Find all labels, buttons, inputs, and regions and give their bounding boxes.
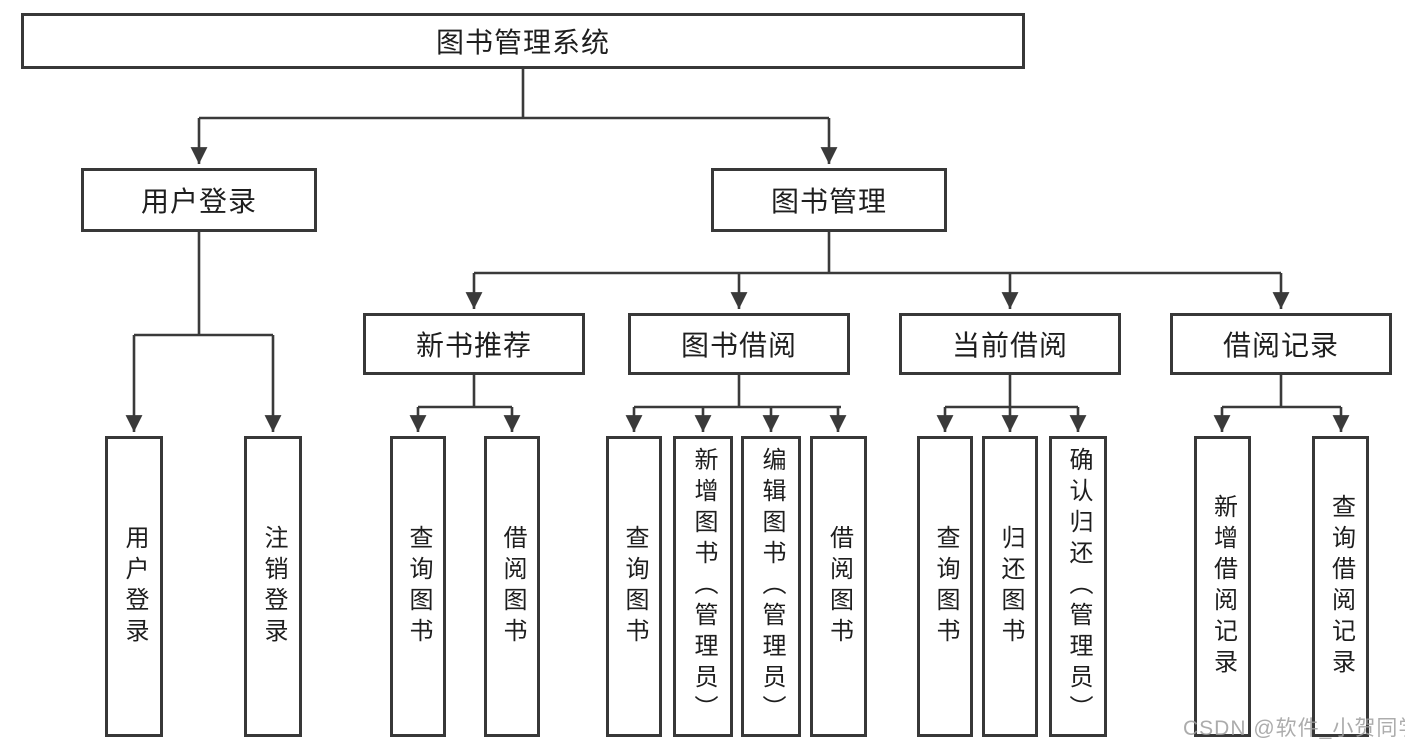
- leaf-return-book: 归还图书: [982, 436, 1038, 737]
- node-current-borrow: 当前借阅: [899, 313, 1121, 375]
- node-user-login: 用户登录: [81, 168, 317, 232]
- leaf-add-borrow-record: 新增借阅记录: [1194, 436, 1251, 737]
- node-library-management-system: 图书管理系统: [21, 13, 1025, 69]
- node-borrow-record: 借阅记录: [1170, 313, 1392, 375]
- leaf-query-borrow-record: 查询借阅记录: [1312, 436, 1369, 737]
- node-new-book-recommend: 新书推荐: [363, 313, 585, 375]
- leaf-edit-book-admin: 编辑图书（管理员）: [741, 436, 801, 737]
- leaf-user-login: 用户登录: [105, 436, 163, 737]
- node-book-management: 图书管理: [711, 168, 947, 232]
- leaf-borrow-book: 借阅图书: [810, 436, 867, 737]
- watermark: CSDN @软件_小贺同学: [1183, 717, 1405, 740]
- leaf-current-query-book: 查询图书: [917, 436, 973, 737]
- leaf-logout: 注销登录: [244, 436, 302, 737]
- leaf-recommend-borrow-book: 借阅图书: [484, 436, 540, 737]
- leaf-recommend-query-book: 查询图书: [390, 436, 446, 737]
- leaf-confirm-return-admin: 确认归还（管理员）: [1049, 436, 1107, 737]
- leaf-add-book-admin: 新增图书（管理员）: [673, 436, 733, 737]
- leaf-borrow-query-book: 查询图书: [606, 436, 662, 737]
- node-book-borrow: 图书借阅: [628, 313, 850, 375]
